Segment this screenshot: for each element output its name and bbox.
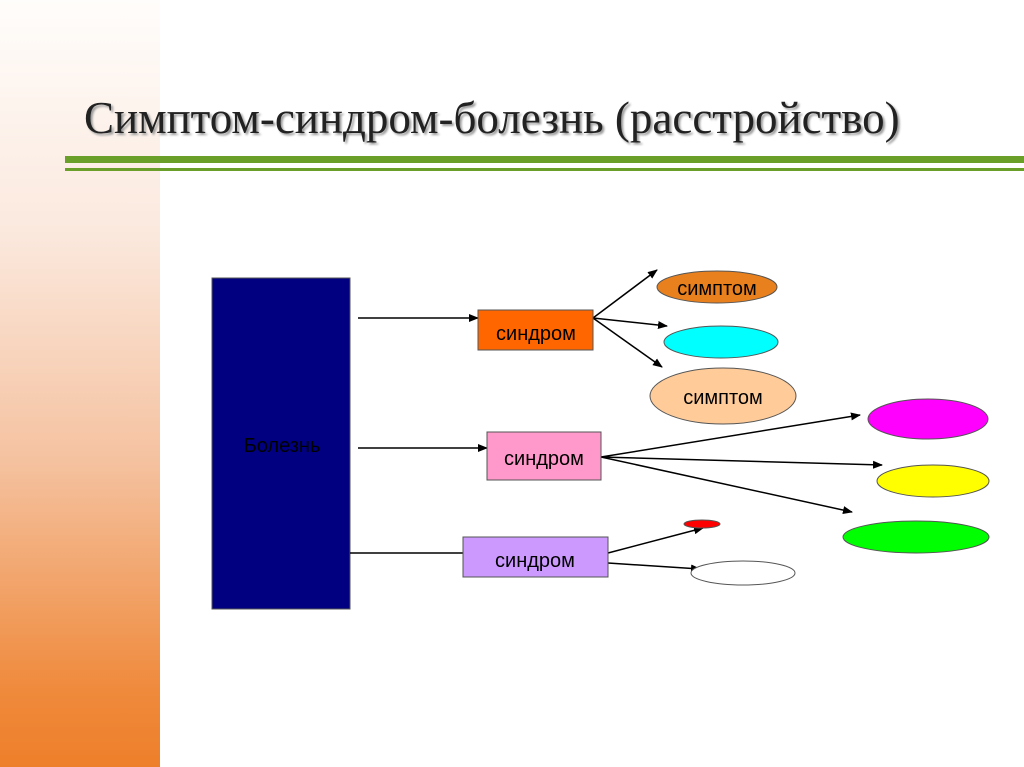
arrow-s1-symptom-1 bbox=[592, 269, 658, 319]
arrow-s2-symptom-4 bbox=[600, 412, 861, 458]
arrow-s3-symptom-8 bbox=[607, 562, 701, 573]
symptom-ellipse-6 bbox=[842, 520, 990, 554]
symptom-label-1: симптом bbox=[677, 278, 757, 300]
syndrome-label-3: синдром bbox=[495, 550, 575, 572]
symptom-label-3: симптом bbox=[683, 387, 763, 409]
syndrome-box-2 bbox=[486, 431, 602, 481]
disease-label: Болезнь bbox=[244, 435, 321, 457]
arrow-s3-symptom-7 bbox=[607, 526, 704, 554]
arrow-s2-symptom-6 bbox=[600, 456, 853, 514]
title-underline-thick bbox=[65, 156, 1024, 163]
decorative-gradient-strip bbox=[0, 0, 160, 767]
slide-title: Симптом-синдром-болезнь (расстройство) bbox=[84, 93, 900, 143]
arrow-s2-symptom-5 bbox=[600, 456, 883, 469]
syndrome-box-1 bbox=[477, 309, 594, 351]
syndrome-label-1: синдром bbox=[496, 323, 576, 345]
arrow-s1-symptom-2 bbox=[592, 317, 668, 330]
syndrome-label-2: синдром bbox=[504, 448, 584, 470]
symptom-ellipse-5 bbox=[876, 464, 990, 498]
symptom-ellipse-1 bbox=[656, 270, 778, 304]
symptom-ellipse-7 bbox=[683, 519, 721, 529]
disease-box bbox=[211, 277, 351, 610]
symptom-ellipse-2 bbox=[663, 325, 779, 359]
title-underline-thin bbox=[65, 168, 1024, 171]
symptom-ellipse-8 bbox=[690, 560, 796, 586]
symptom-ellipse-3 bbox=[649, 367, 797, 425]
symptom-ellipse-4 bbox=[867, 398, 989, 440]
syndrome-box-3 bbox=[462, 536, 609, 578]
arrow-s1-symptom-3 bbox=[592, 317, 663, 368]
